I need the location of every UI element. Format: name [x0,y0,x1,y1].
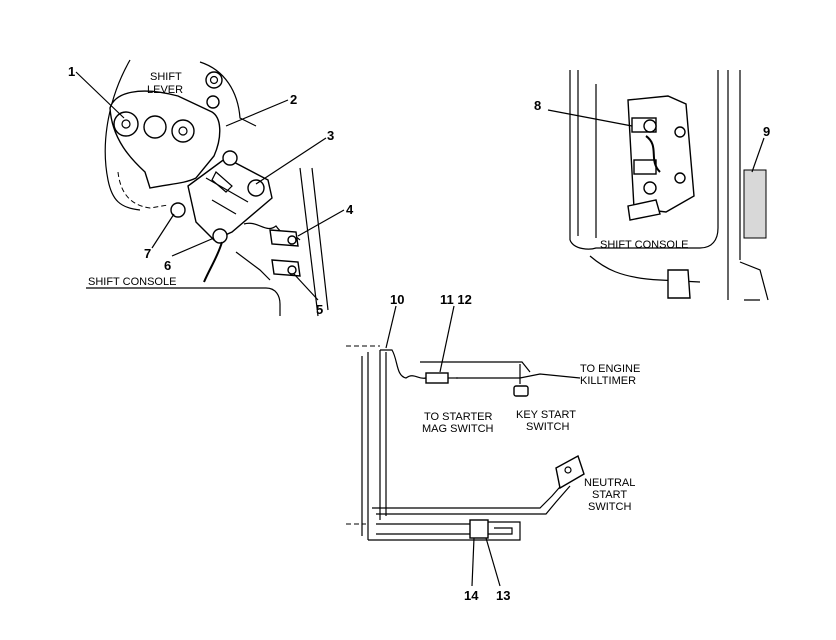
leader-5 [293,273,319,301]
leader-10 [385,305,397,349]
to-engine-label-2: KILLTIMER [580,375,636,387]
bracket-screw-right [247,179,265,197]
neutral-start-label-1: NEUTRAL [584,477,635,489]
leader-13 [485,537,501,587]
callout-2: 2 [290,92,297,107]
neutral-start-label-2: START [592,489,627,501]
schematic-frame-dash [346,345,380,525]
lever-hole-2 [143,115,167,139]
left-assembly: SHIFT LEVER SHIFT CONSOLE 1 2 3 4 5 6 7 [68,59,354,317]
lever-hole-1 [113,111,139,137]
leader-3 [255,137,327,185]
neutral-switch-contact [564,466,572,474]
callout-4: 4 [346,202,354,217]
console-side-panel [299,167,329,317]
shift-lever-label-2: LEVER [147,84,183,96]
switch-jumper-wire [645,135,661,173]
harness-top-line [420,361,531,373]
terminal-screw-top [643,119,657,133]
plate-screw-top [674,126,686,138]
harness-bottom-loop-outer [368,521,521,541]
leader-8 [547,109,633,127]
neutral-start-label-3: SWITCH [588,501,631,513]
harness-vertical-inner [379,350,387,520]
console-outline [569,70,719,250]
leader-1 [75,71,125,119]
callout-1: 1 [68,64,75,79]
callout-7: 7 [144,246,151,261]
console-right-wall [727,70,741,300]
to-engine-label-1: TO ENGINE [580,363,640,375]
lever-hole-3-center [178,126,188,136]
console-wall-lines [569,70,579,240]
key-start-label-2: SWITCH [526,421,569,433]
leader-4 [297,209,345,237]
lever-housing-outline [104,59,141,211]
pivot-boss-lower [206,95,220,109]
switch-terminal-bottom [633,159,657,175]
right-switch-plate [627,95,695,213]
key-start-label-1: KEY START [516,409,576,421]
lower-bracket [739,261,769,301]
wiring-schematic: TO ENGINE KILLTIMER TO STARTER MAG SWITC… [346,292,640,603]
upper-housing-outline [199,61,257,127]
shift-console-label-right: SHIFT CONSOLE [600,239,688,251]
leader-7 [151,213,175,249]
right-assembly: SHIFT CONSOLE 8 9 [534,70,770,301]
callout-8: 8 [534,98,541,113]
leader-11-12 [439,305,455,373]
callout-11-12: 11 12 [440,292,472,307]
harness-bottom-loop-inner [376,527,513,535]
callout-14: 14 [464,588,479,603]
bolt-4 [287,235,297,245]
callout-13: 13 [496,588,510,603]
plate-screw-bottom [674,172,686,184]
switch-wire [203,241,223,283]
leader-14 [471,537,475,587]
connector-11-12 [425,372,449,384]
bracket-screw-7 [170,202,186,218]
lever-hole-3 [171,119,195,143]
leader-6 [171,237,215,257]
key-start-connector [513,385,529,397]
harness-to-neutral-outer [372,479,567,509]
callout-9: 9 [763,124,770,139]
bolt-5 [287,265,297,275]
leader-2 [225,99,289,127]
shift-lever-label-1: SHIFT [150,71,182,83]
lever-phantom [117,171,169,209]
leader-9 [751,137,765,173]
pivot-hole [209,75,219,85]
shift-lever-plate [109,90,221,189]
console-lower-edge [589,255,701,283]
callout-3: 3 [327,128,334,143]
harness-to-neutral-inner [376,485,571,515]
bracket-screw-top [222,150,238,166]
switch-body [211,171,233,193]
lever-hole-1-center [121,119,131,129]
shift-console-edge [86,287,281,316]
connector-13-14 [469,519,489,539]
component-9 [743,169,767,239]
terminal-screw-bottom [643,181,657,195]
callout-5: 5 [316,302,323,317]
switch-base-block [627,199,661,221]
harness-top-bend [380,349,427,379]
lower-fastener [667,269,691,299]
harness-to-killtimer [456,373,581,379]
bracket-screw-6 [212,228,228,244]
console-cut-edge [235,251,271,281]
pivot-boss [205,71,223,89]
to-starter-label-2: MAG SWITCH [422,423,494,435]
callout-10: 10 [390,292,404,307]
bracket-detail [205,177,249,215]
to-starter-label-1: TO STARTER [424,411,493,423]
shift-console-label-left: SHIFT CONSOLE [88,276,176,288]
callout-6: 6 [164,258,171,273]
harness-vertical-outer [361,352,369,540]
